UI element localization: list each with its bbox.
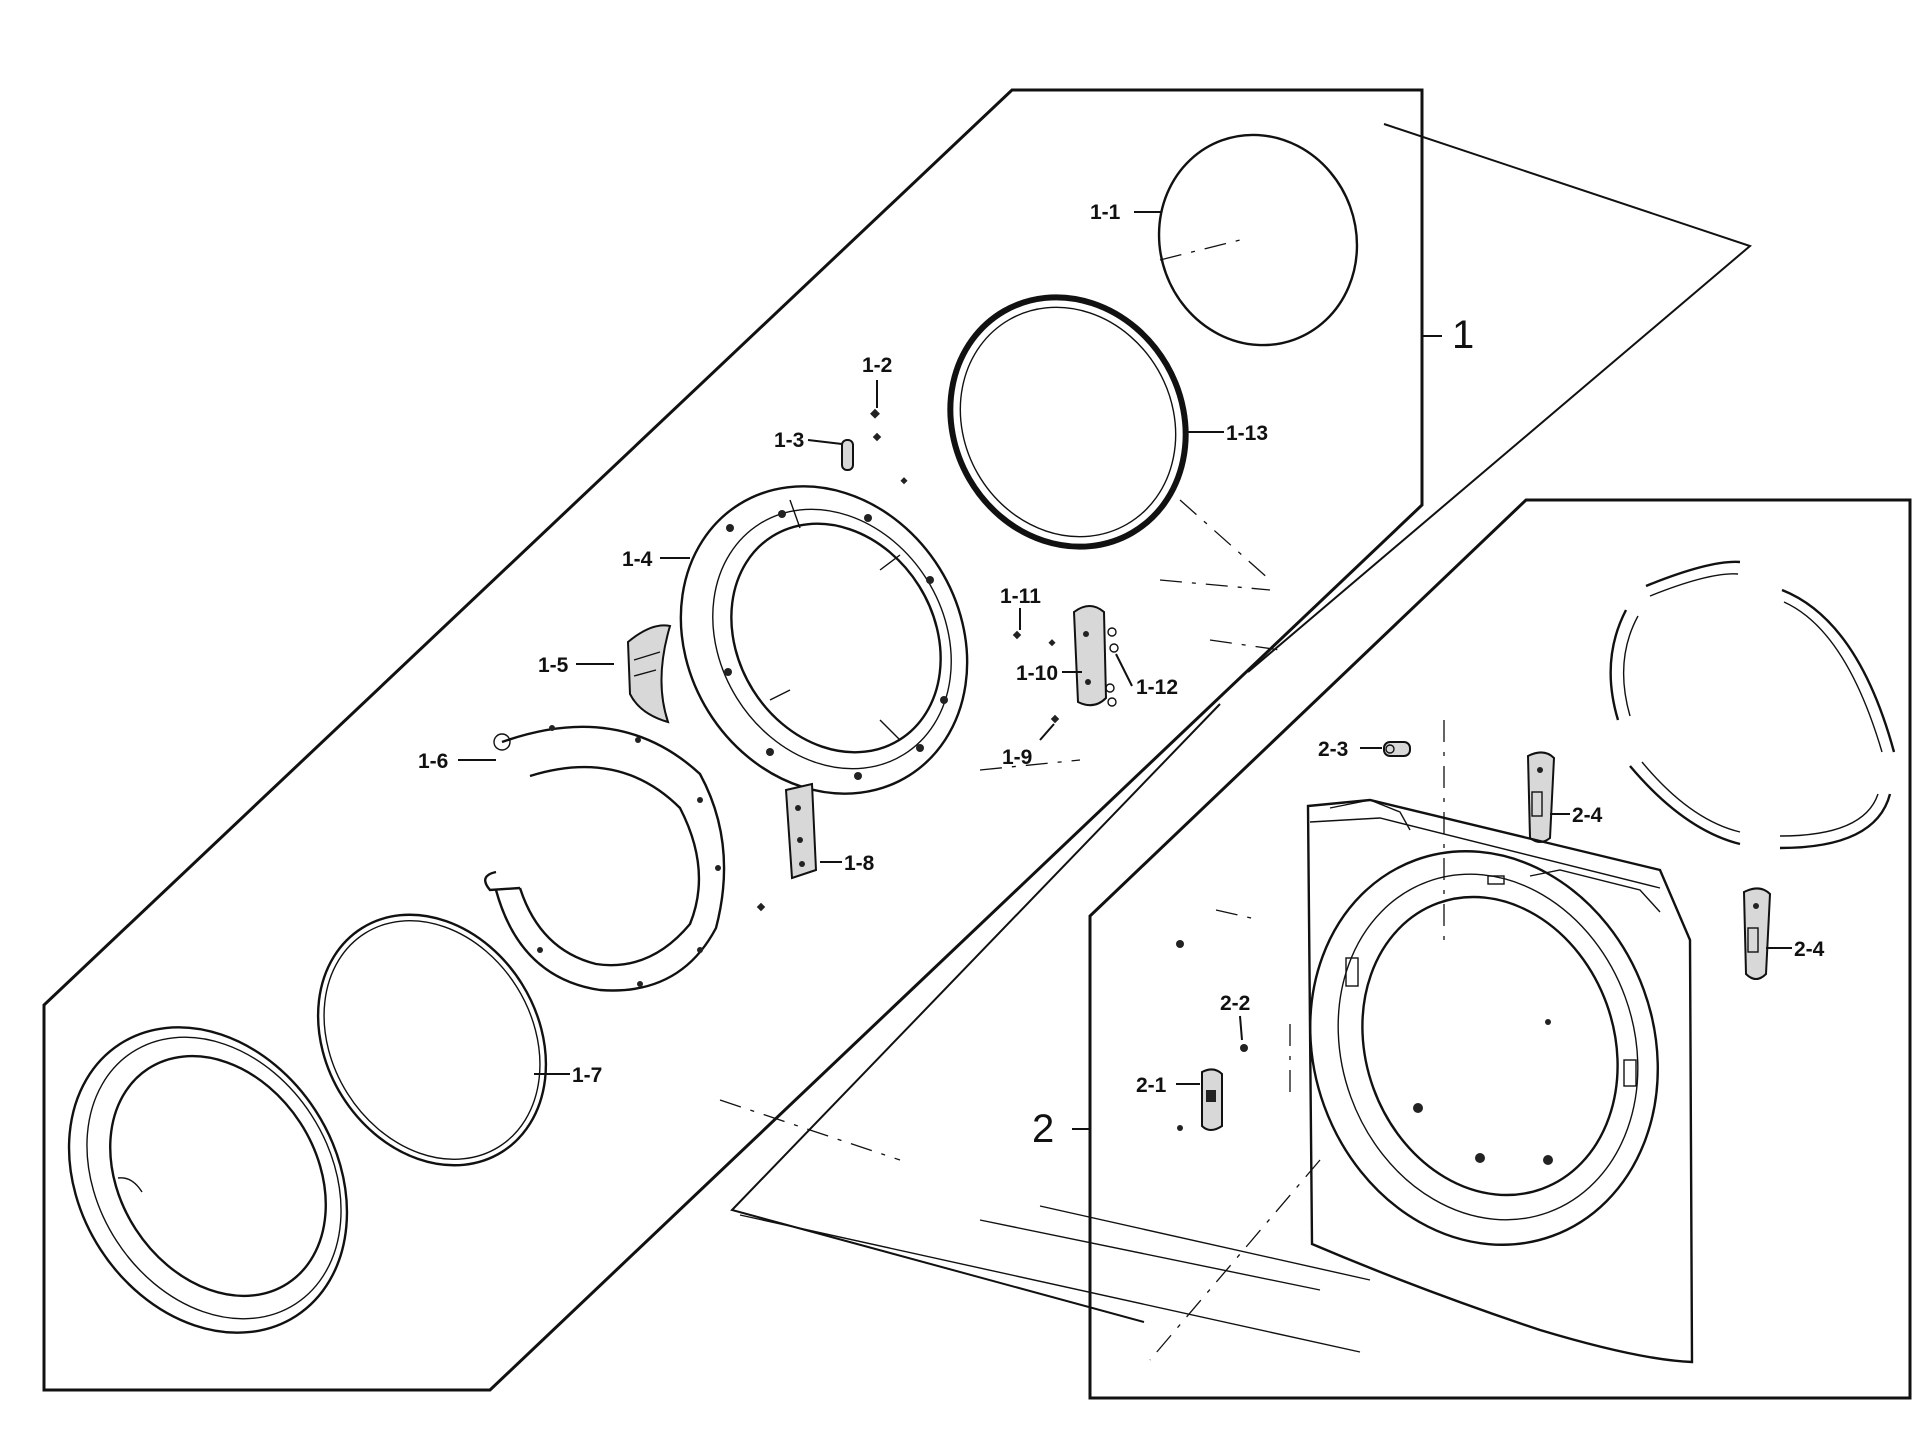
part-2-2-screw bbox=[1240, 1044, 1248, 1052]
part-1-11-screw bbox=[1012, 630, 1022, 640]
inner-ring-edge bbox=[323, 920, 541, 1160]
callout-1-8: 1-8 bbox=[844, 852, 875, 875]
callout-2-1: 2-1 bbox=[1136, 1074, 1167, 1097]
callout-1-11: 1-11 bbox=[1000, 585, 1041, 608]
part-2-4-bracket-lower bbox=[1742, 887, 1772, 980]
part-2-4-bracket-upper bbox=[1526, 751, 1556, 843]
part-screw-e bbox=[1176, 940, 1184, 948]
group1-label: 1 bbox=[1452, 313, 1474, 357]
gasket-inner-edge bbox=[959, 306, 1177, 538]
part-screw-d bbox=[1048, 639, 1056, 647]
callout-1-10: 1-10 bbox=[1016, 662, 1058, 685]
callout-1-7: 1-7 bbox=[572, 1064, 602, 1087]
callout-2-4b: 2-4 bbox=[1794, 938, 1825, 961]
part-1-2-screw-b bbox=[872, 432, 882, 442]
projection-line-bottom bbox=[730, 703, 1221, 1323]
callout-2-3: 2-3 bbox=[1318, 738, 1348, 761]
axis-line-3 bbox=[1159, 579, 1271, 591]
part-1-8-hinge bbox=[756, 782, 818, 912]
projection-line-3 bbox=[739, 1214, 1361, 1353]
part-1-13-gasket-ring bbox=[947, 294, 1189, 550]
callout-1-3: 1-3 bbox=[774, 429, 804, 452]
axis-line-1 bbox=[719, 1099, 901, 1161]
callout-1-6: 1-6 bbox=[418, 750, 448, 773]
front-panel-body bbox=[1306, 798, 1694, 1364]
front-panel-assembly-panel bbox=[1088, 498, 1912, 1400]
callout-2-2: 2-2 bbox=[1220, 992, 1250, 1015]
part-1-5-door-handle bbox=[626, 624, 672, 724]
panel-axis-line-4 bbox=[1215, 909, 1261, 921]
callout-1-1: 1-1 bbox=[1090, 201, 1121, 224]
callout-1-4: 1-4 bbox=[622, 548, 653, 571]
part-1-9-screw bbox=[1050, 714, 1060, 724]
leader-2-2 bbox=[1239, 1015, 1243, 1041]
part-2-1-latch-switch bbox=[1177, 1068, 1223, 1131]
part-screw-c bbox=[900, 477, 908, 485]
part-1-4-door-frame bbox=[679, 485, 969, 795]
part-1-3-hinge-pin bbox=[841, 439, 854, 471]
callout-1-2: 1-2 bbox=[862, 354, 892, 377]
part-1-10-latch-bracket bbox=[1072, 605, 1119, 707]
leader-1-3 bbox=[807, 439, 843, 445]
axis-line-2 bbox=[1179, 499, 1271, 581]
part-1-2-screw bbox=[870, 408, 880, 419]
handle-rib-1 bbox=[633, 651, 661, 661]
projection-line-top bbox=[1247, 123, 1753, 673]
part-2-3-sensor bbox=[1383, 741, 1411, 757]
axis-line-4 bbox=[1209, 639, 1281, 651]
outer-door-trim bbox=[67, 1026, 349, 1334]
axis-line-6 bbox=[979, 759, 1081, 771]
group2-label: 2 bbox=[1032, 1107, 1054, 1151]
door-assembly-panel bbox=[42, 88, 1424, 1392]
panel-axis-line-3 bbox=[1149, 1159, 1321, 1361]
part-1-6-outer-frame bbox=[484, 725, 726, 992]
projection-line-4 bbox=[979, 1219, 1321, 1291]
part-1-1-door-glass bbox=[1157, 133, 1359, 347]
segmented-ring bbox=[1609, 560, 1896, 850]
handle-rib-2 bbox=[633, 669, 657, 677]
callout-2-4a: 2-4 bbox=[1572, 804, 1603, 827]
projection-line-5 bbox=[1039, 1205, 1371, 1281]
axis-line-5 bbox=[1159, 239, 1241, 261]
callout-1-13: 1-13 bbox=[1226, 422, 1268, 445]
leader-1-9 bbox=[1039, 723, 1055, 741]
callout-1-12: 1-12 bbox=[1136, 676, 1178, 699]
leader-1-12 bbox=[1115, 653, 1133, 687]
callout-1-9: 1-9 bbox=[1002, 746, 1032, 769]
callout-1-5: 1-5 bbox=[538, 654, 569, 677]
part-1-7-inner-ring bbox=[316, 913, 548, 1167]
